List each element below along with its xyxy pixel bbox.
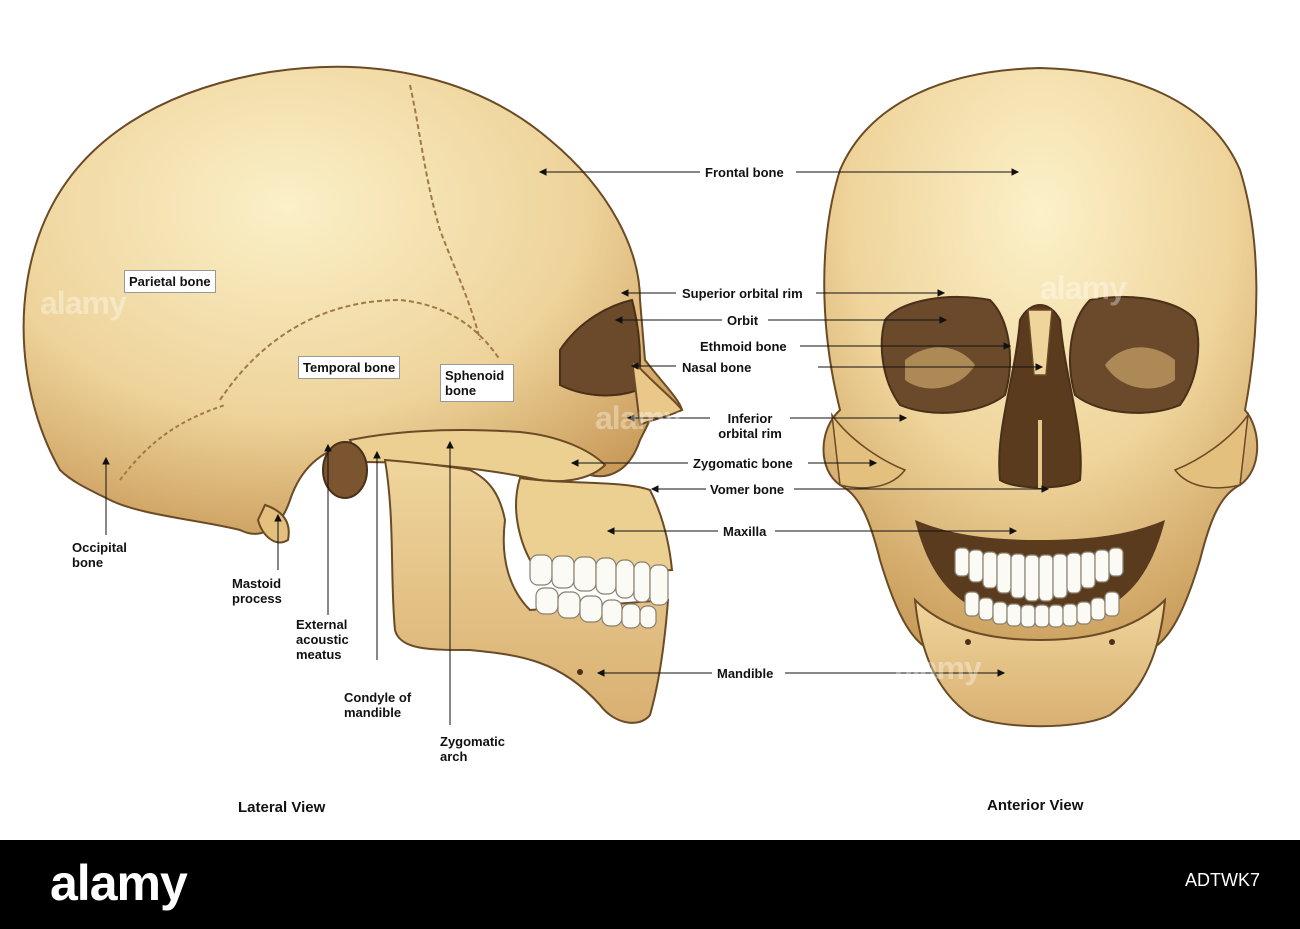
label-inferior-line-2: orbital rim [718, 426, 782, 441]
label-external-acoustic-meatus: External acoustic meatus [296, 617, 349, 662]
label-occipital-line-2: bone [72, 555, 104, 570]
label-occipital-line-1: Occipital [72, 540, 127, 555]
label-ethmoid-bone: Ethmoid bone [700, 339, 787, 354]
label-condyle-line-1: Condyle of [344, 690, 412, 705]
leader-lines [102, 168, 1050, 725]
footer-logo: alamy [50, 855, 188, 911]
lateral-teeth [529, 554, 669, 629]
lateral-orbit [559, 298, 641, 397]
label-temporal-bone: Temporal bone [298, 356, 401, 379]
label-occipital-bone: Occipital bone [72, 540, 127, 570]
label-vomer-bone: Vomer bone [710, 482, 785, 497]
label-acoustic-line-2: acoustic [296, 632, 349, 647]
anterior-view-title: Anterior View [987, 797, 1084, 814]
label-acoustic-line-1: External [296, 617, 348, 632]
skull-illustration [22, 65, 1259, 728]
label-frontal-bone: Frontal bone [705, 165, 784, 180]
label-zygarch-line-2: arch [440, 749, 468, 764]
label-acoustic-line-3: meatus [296, 647, 342, 662]
label-nasal-bone: Nasal bone [682, 360, 752, 375]
label-orbit: Orbit [727, 313, 759, 328]
lateral-skull [22, 65, 684, 724]
label-zygarch-line-1: Zygomatic [440, 734, 506, 749]
anterior-mandible [913, 597, 1167, 728]
label-mastoid-line-1: Mastoid [232, 576, 282, 591]
label-mastoid-process: Mastoid process [232, 576, 282, 606]
label-inferior-orbital-rim: Inferior orbital rim [700, 411, 800, 441]
label-condyle-of-mandible: Condyle of mandible [344, 690, 411, 720]
label-superior-orbital-rim: Superior orbital rim [682, 286, 803, 301]
watermark: alamy [895, 650, 982, 686]
label-zygomatic-bone: Zygomatic bone [693, 456, 793, 471]
anterior-teeth [954, 547, 1124, 628]
footer-image-id: ADTWK7 [1184, 870, 1260, 890]
label-inferior-line-1: Inferior [727, 411, 773, 426]
anterior-nasal-cavity [998, 304, 1082, 489]
label-sphenoid-bone: Sphenoid bone [440, 364, 514, 402]
watermark: alamy [40, 285, 127, 321]
label-sphenoid-line-1: Sphenoid [445, 368, 505, 383]
watermark: alamy [595, 400, 682, 436]
lateral-mandible [383, 458, 670, 724]
label-mastoid-line-2: process [232, 591, 282, 606]
anterior-skull [822, 66, 1259, 728]
label-maxilla: Maxilla [723, 524, 767, 539]
label-sphenoid-line-2: bone [445, 383, 477, 398]
label-mandible: Mandible [717, 666, 774, 681]
footer-bar: alamy ADTWK7 [0, 840, 1300, 929]
label-zygomatic-arch: Zygomatic arch [440, 734, 505, 764]
label-condyle-line-2: mandible [344, 705, 402, 720]
lateral-view-title: Lateral View [238, 799, 326, 816]
watermark: alamy [1040, 270, 1127, 306]
label-parietal-bone: Parietal bone [124, 270, 216, 293]
